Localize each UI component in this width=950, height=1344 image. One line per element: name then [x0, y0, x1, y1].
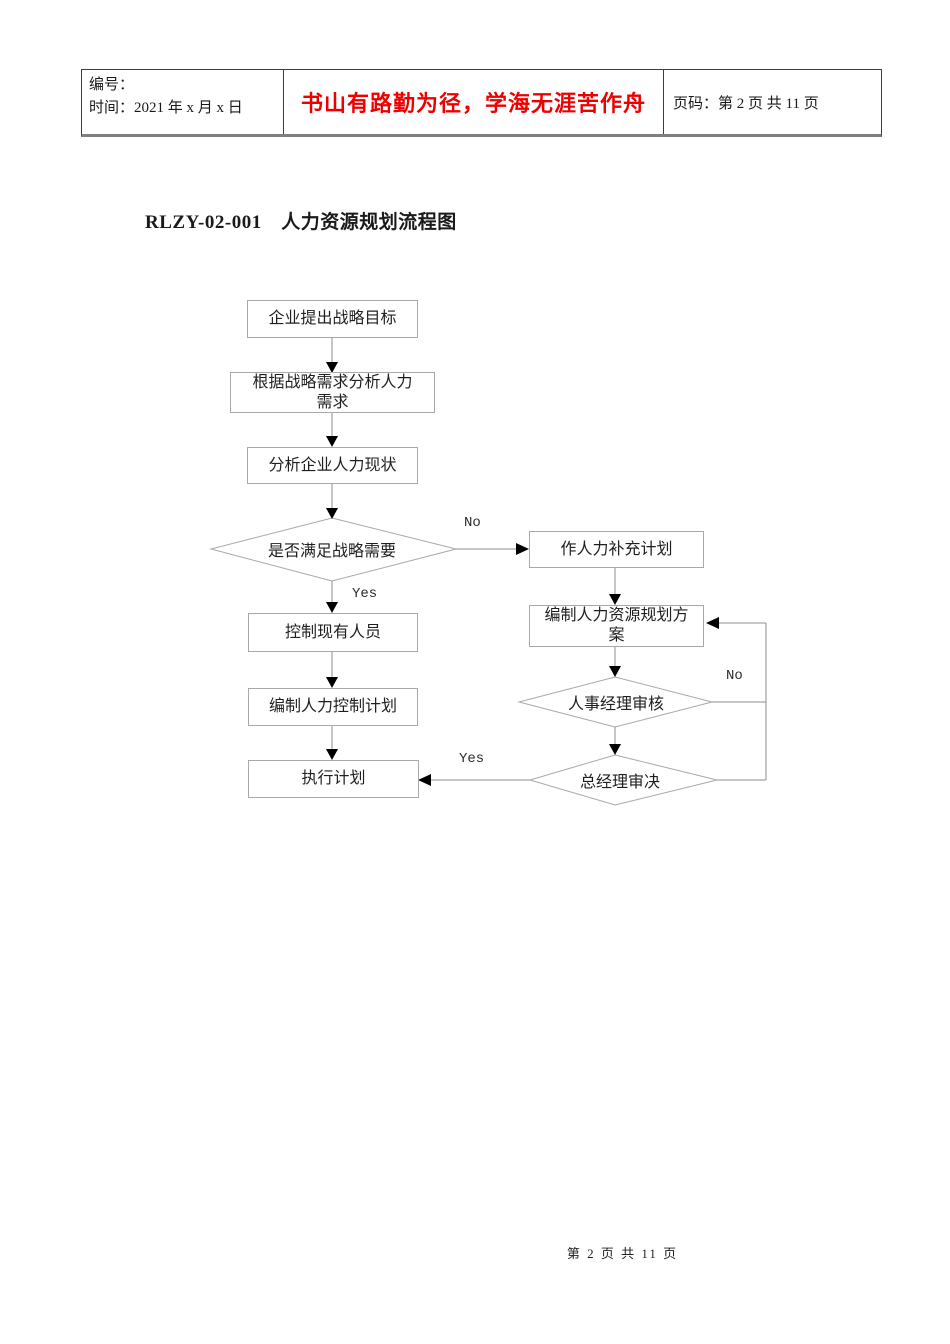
- branch-label-yes-strategy: Yes: [352, 586, 378, 602]
- arrowhead-down-icon: [326, 508, 338, 519]
- arrowhead-left-icon: [418, 774, 431, 786]
- flow-node-analyze-demand: 根据战略需求分析人力需求: [230, 372, 435, 413]
- arrowhead-down-icon: [326, 602, 338, 613]
- header-meta-cell: 编号： 时间：2021 年 x 月 x 日: [82, 70, 284, 134]
- decision-diamond-gm: [528, 754, 718, 806]
- flow-node-control-plan: 编制人力控制计划: [248, 688, 418, 726]
- arrowhead-down-icon: [609, 594, 621, 605]
- motto-text: 书山有路勤为径，学海无涯苦作舟: [300, 91, 646, 116]
- arrowhead-down-icon: [326, 362, 338, 373]
- flow-node-analyze-current: 分析企业人力现状: [247, 447, 418, 484]
- flow-node-control-staff: 控制现有人员: [248, 613, 418, 652]
- arrowhead-down-icon: [326, 749, 338, 760]
- flow-node-strategy-goal: 企业提出战略目标: [247, 300, 418, 338]
- flow-node-hr-plan-scheme: 编制人力资源规划方案: [529, 605, 704, 647]
- arrowhead-down-icon: [609, 666, 621, 677]
- arrowhead-left-icon: [706, 617, 719, 629]
- footer-page-number: 第 2 页 共 11 页: [566, 1246, 679, 1261]
- flow-node-supplement-plan: 作人力补充计划: [529, 531, 704, 568]
- decision-label-strategy: 是否满足战略需要: [267, 543, 396, 560]
- arrowhead-down-icon: [609, 744, 621, 755]
- flow-node-execute-plan: 执行计划: [248, 760, 419, 798]
- page-info-text: 页码：第 2 页 共 11 页: [673, 95, 819, 112]
- arrowhead-down-icon: [326, 677, 338, 688]
- branch-label-yes-approve: Yes: [459, 751, 485, 767]
- header-motto-cell: 书山有路勤为径，学海无涯苦作舟: [284, 70, 664, 134]
- arrowheads: [326, 362, 719, 786]
- branch-label-no-review: No: [726, 668, 743, 684]
- arrowhead-down-icon: [326, 436, 338, 447]
- arrowhead-right-icon: [516, 543, 529, 555]
- doc-number-label: 编号：: [89, 77, 135, 93]
- decision-label-gm: 总经理审决: [579, 774, 660, 791]
- doc-time-label: 时间：2021 年 x 月 x 日: [89, 100, 243, 116]
- branch-label-no-strategy: No: [464, 515, 481, 531]
- decision-shapes: [209, 517, 718, 806]
- decision-label-hr-manager: 人事经理审核: [567, 696, 664, 713]
- header-page-cell: 页码：第 2 页 共 11 页: [664, 70, 881, 134]
- page-title: RLZY-02-001 人力资源规划流程图: [145, 212, 457, 233]
- header-table: 编号： 时间：2021 年 x 月 x 日 书山有路勤为径，学海无涯苦作舟 页码…: [81, 69, 882, 137]
- connector-lines: [331, 338, 767, 781]
